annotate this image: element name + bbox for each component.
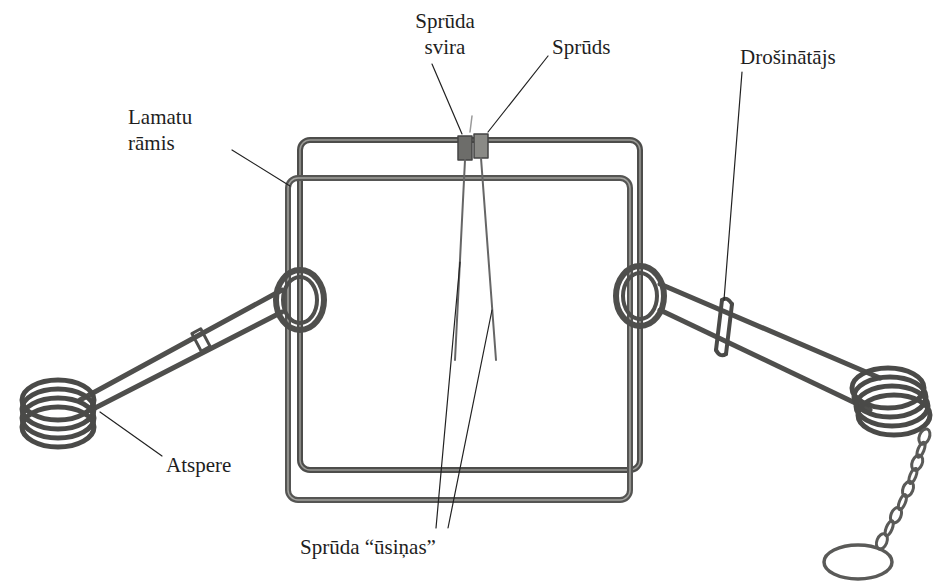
trigger [458, 116, 488, 160]
coil-turn [22, 407, 94, 447]
part-label: Sprūda “ūsiņas” [300, 534, 436, 560]
part-label: Drošinātājs [740, 44, 836, 70]
leader-line [100, 56, 742, 528]
trigger-wire [455, 158, 496, 360]
spring-arm [80, 290, 282, 408]
safety-clip [716, 299, 732, 356]
part-label: Sprūds [552, 34, 610, 60]
chain-ring [824, 545, 892, 579]
part-label: Lamatu rāmis [128, 104, 236, 156]
spring-coil [852, 368, 930, 435]
coil-turn [858, 395, 930, 435]
coil-turn [22, 398, 94, 438]
chain [874, 427, 932, 550]
part-label: Atspere [166, 452, 231, 478]
frame-joint [276, 266, 664, 330]
coil-turn [856, 386, 928, 426]
part-label: Sprūda svira [400, 8, 490, 60]
spring-coil [22, 380, 94, 447]
spring-arm [660, 284, 880, 410]
